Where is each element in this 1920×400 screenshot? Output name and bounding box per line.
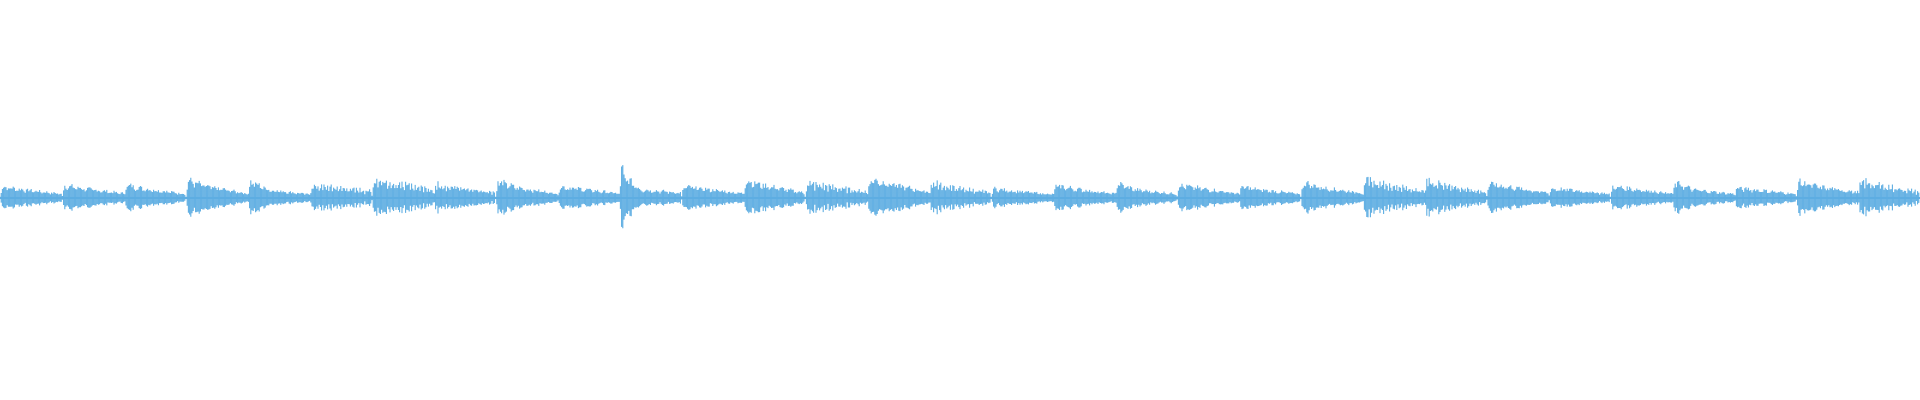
waveform-bars [0, 165, 1920, 229]
waveform-path [0, 165, 1920, 229]
